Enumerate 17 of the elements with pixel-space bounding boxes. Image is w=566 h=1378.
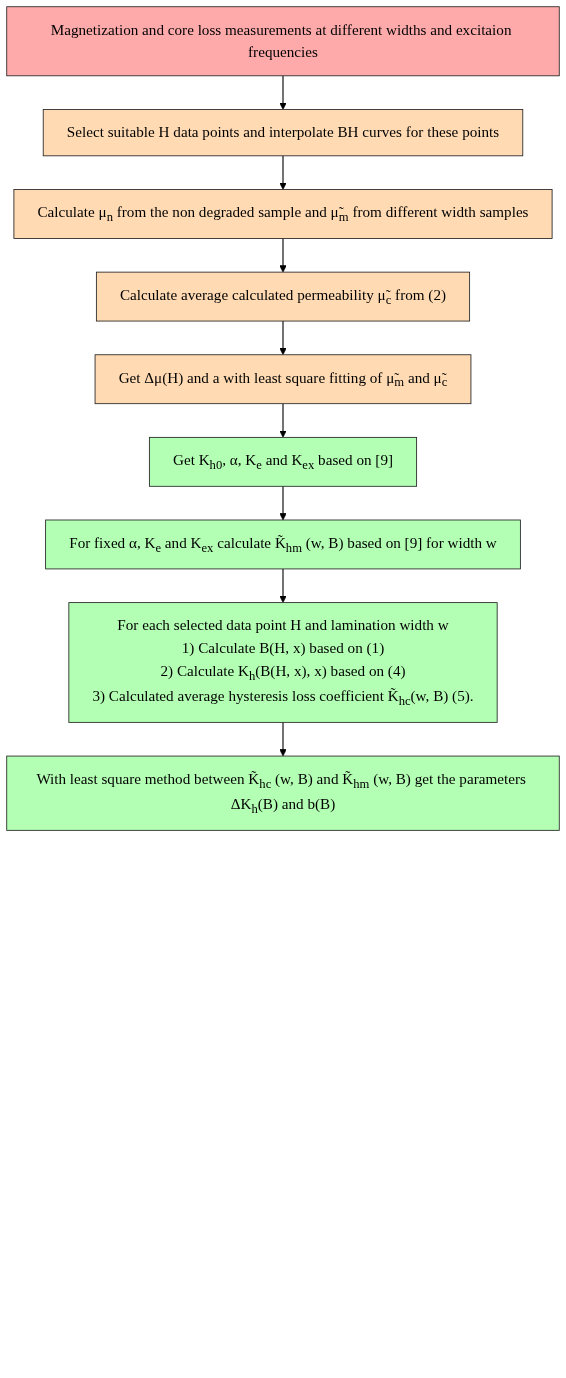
arrow [279, 155, 287, 190]
node-box: With least square method between K̃$_{hc}$ (w, B) and K̃$_{hm}$ (w, B) get the parameters ΔK$_{h}$(B) and b(B) [6, 755, 560, 831]
node-box: Get Δμ(H) and a with least square fitting of μ̃$_{m}$ and μ̃$_{c}$ [94, 354, 472, 405]
node-box: Calculate average calculated permeability μ̃$_{c}$ from (2) [95, 271, 471, 322]
arrow [279, 721, 287, 757]
arrow [279, 403, 287, 438]
node-box: Calculate μ$_{n}$ from the non degraded sample and μ̃$_{m}$ from different width samples [13, 189, 553, 239]
node-box: For each selected data point H and lamination width w 1) Calculate B(H, x) based on (1) 2) Calculate K$_{h}$(B(H, x), x) based on (4) 3) Calculated average hysteresis loss coefficient K̃$_{hc}$(w, B) (5). [68, 602, 498, 723]
arrow [279, 568, 287, 603]
arrow [279, 320, 287, 356]
node-box: For fixed α, K$_{e}$ and K$_{ex}$ calculate K̃$_{hm}$ (w, B) based on [9] for width w [45, 519, 521, 570]
arrow [279, 75, 287, 110]
arrow [279, 485, 287, 521]
node-box: Get K$_{h0}$, α, K$_{e}$ and K$_{ex}$ based on [9] [148, 436, 418, 487]
node-box: Select suitable H data points and interpolate BH curves for these points [42, 109, 524, 157]
arrow [279, 237, 287, 273]
node-box: Magnetization and core loss measurements at different widths and excitaion frequencies [6, 6, 560, 77]
